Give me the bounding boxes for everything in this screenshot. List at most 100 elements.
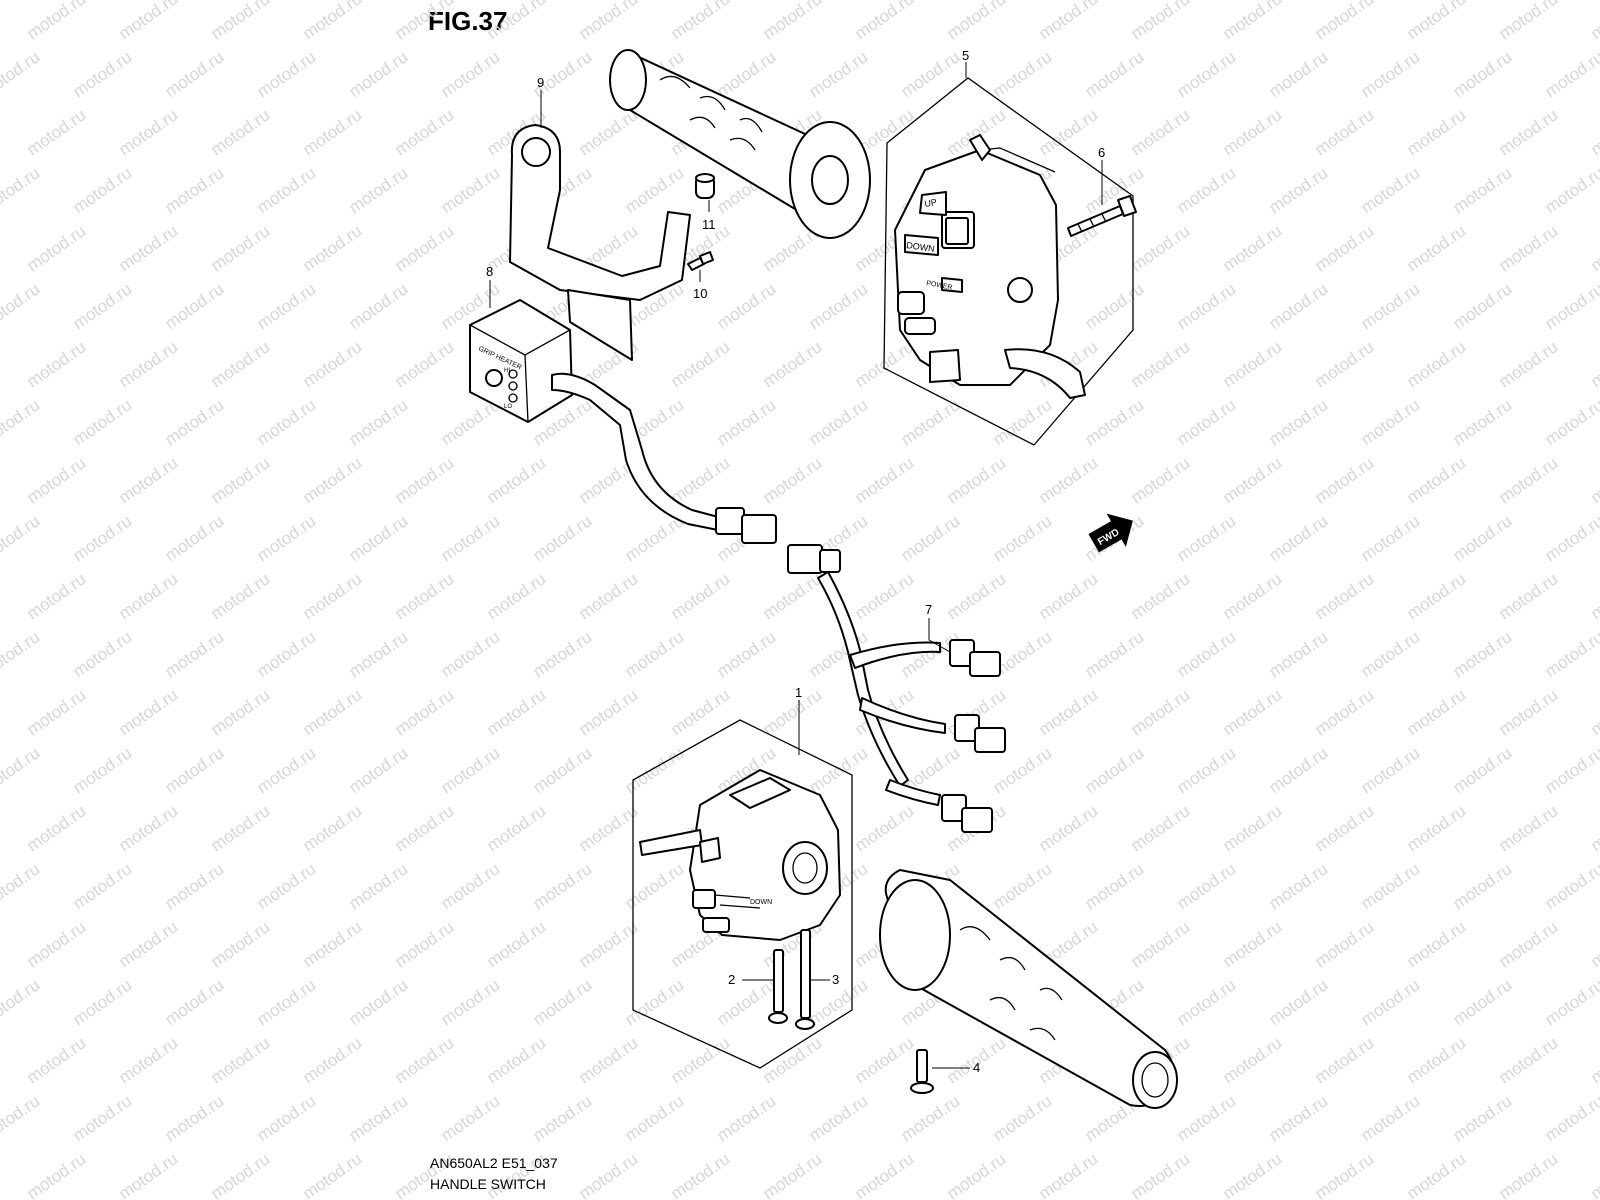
watermark-text: motod.ru	[759, 0, 825, 43]
left-switch-assembly: DOWN	[632, 719, 853, 1069]
watermark-text: motod.ru	[0, 859, 43, 913]
watermark-text: motod.ru	[1403, 337, 1469, 391]
watermark-text: motod.ru	[391, 221, 457, 275]
watermark-text: motod.ru	[667, 569, 733, 623]
watermark-text: motod.ru	[805, 743, 871, 797]
watermark-text: motod.ru	[1587, 337, 1600, 391]
watermark-text: motod.ru	[713, 975, 779, 1029]
fwd-arrow-icon: FWD	[1088, 513, 1133, 553]
watermark-text: motod.ru	[759, 685, 825, 739]
watermark-text: motod.ru	[483, 917, 549, 971]
watermark-text: motod.ru	[1265, 163, 1331, 217]
watermark-text: motod.ru	[391, 0, 457, 43]
watermark-text: motod.ru	[943, 0, 1009, 43]
watermark-text: motod.ru	[69, 163, 135, 217]
watermark-text: motod.ru	[1173, 859, 1239, 913]
watermark-text: motod.ru	[207, 453, 273, 507]
watermark-text: motod.ru	[345, 859, 411, 913]
watermark-text: motod.ru	[437, 975, 503, 1029]
bottom-grip	[879, 869, 1178, 1109]
watermark-text: motod.ru	[69, 975, 135, 1029]
watermark-text: motod.ru	[1265, 627, 1331, 681]
watermark-text: motod.ru	[0, 47, 43, 101]
watermark-text: motod.ru	[391, 917, 457, 971]
watermark-text: motod.ru	[115, 0, 181, 43]
watermark-text: motod.ru	[161, 1091, 227, 1145]
watermark-text: motod.ru	[1449, 975, 1515, 1029]
watermark-text: motod.ru	[713, 47, 779, 101]
watermark-text: motod.ru	[667, 0, 733, 43]
part-1-frame	[632, 719, 853, 1069]
watermark-text: motod.ru	[1403, 569, 1469, 623]
watermark-text: motod.ru	[207, 105, 273, 159]
watermark-text: motod.ru	[391, 685, 457, 739]
watermark-text: motod.ru	[1311, 685, 1377, 739]
callout-8: 8	[486, 264, 493, 279]
watermark-text: motod.ru	[1311, 801, 1377, 855]
watermark-text: motod.ru	[23, 0, 89, 43]
watermark-text: motod.ru	[23, 801, 89, 855]
watermark-text: motod.ru	[115, 1033, 181, 1087]
watermark-text: motod.ru	[253, 395, 319, 449]
watermark-text: motod.ru	[161, 395, 227, 449]
watermark-text: motod.ru	[1265, 743, 1331, 797]
watermark-text: motod.ru	[989, 859, 1055, 913]
watermark-text: motod.ru	[1035, 1149, 1101, 1200]
watermark-text: motod.ru	[299, 1149, 365, 1200]
watermark-text: motod.ru	[161, 975, 227, 1029]
up-label: UP	[924, 197, 938, 209]
watermark-text: motod.ru	[391, 569, 457, 623]
watermark-text: motod.ru	[575, 801, 641, 855]
watermark-text: motod.ru	[1311, 1149, 1377, 1200]
watermark-text: motod.ru	[1403, 0, 1469, 43]
watermark-text: motod.ru	[1495, 801, 1561, 855]
watermark-text: motod.ru	[115, 685, 181, 739]
watermark-text: motod.ru	[851, 453, 917, 507]
watermark-text: motod.ru	[529, 511, 595, 565]
watermark-text: motod.ru	[1311, 569, 1377, 623]
watermark-text: motod.ru	[0, 743, 43, 797]
watermark-text: motod.ru	[1219, 105, 1285, 159]
watermark-text: motod.ru	[391, 453, 457, 507]
watermark-text: motod.ru	[575, 105, 641, 159]
callout-3: 3	[832, 972, 839, 987]
watermark-text: motod.ru	[1265, 47, 1331, 101]
watermark-text: motod.ru	[529, 975, 595, 1029]
watermark-text: motod.ru	[1311, 453, 1377, 507]
watermark-text: motod.ru	[1173, 279, 1239, 333]
watermark-text: motod.ru	[253, 163, 319, 217]
watermark-text: motod.ru	[345, 47, 411, 101]
watermark-text: motod.ru	[1495, 569, 1561, 623]
watermark-text: motod.ru	[161, 47, 227, 101]
watermark-text: motod.ru	[253, 743, 319, 797]
watermark-text: motod.ru	[1449, 627, 1515, 681]
watermark-text: motod.ru	[1081, 627, 1147, 681]
watermark-text: motod.ru	[437, 859, 503, 913]
watermark-text: motod.ru	[1449, 279, 1515, 333]
watermark-text: motod.ru	[1219, 1033, 1285, 1087]
watermark-text: motod.ru	[0, 1091, 43, 1145]
watermark-text: motod.ru	[1081, 859, 1147, 913]
callout-10: 10	[693, 286, 707, 301]
watermark-text: motod.ru	[69, 511, 135, 565]
watermark-text: motod.ru	[1265, 1091, 1331, 1145]
watermark-text: motod.ru	[621, 859, 687, 913]
watermark-text: motod.ru	[69, 279, 135, 333]
watermark-text: motod.ru	[299, 221, 365, 275]
watermark-text: motod.ru	[483, 685, 549, 739]
watermark-text: motod.ru	[1219, 685, 1285, 739]
watermark-text: motod.ru	[0, 511, 43, 565]
watermark-text: motod.ru	[207, 337, 273, 391]
callout-2: 2	[728, 972, 735, 987]
diagram-title: HANDLE SWITCH	[430, 1176, 546, 1192]
watermark-text: motod.ru	[23, 685, 89, 739]
watermark-text: motod.ru	[713, 627, 779, 681]
watermark-text: motod.ru	[1403, 801, 1469, 855]
watermark-text: motod.ru	[621, 1091, 687, 1145]
watermark-text: motod.ru	[115, 337, 181, 391]
watermark-text: motod.ru	[207, 801, 273, 855]
watermark-text: motod.ru	[1541, 859, 1600, 913]
watermark-text: motod.ru	[69, 47, 135, 101]
watermark-text: motod.ru	[575, 685, 641, 739]
watermark-text: motod.ru	[437, 163, 503, 217]
